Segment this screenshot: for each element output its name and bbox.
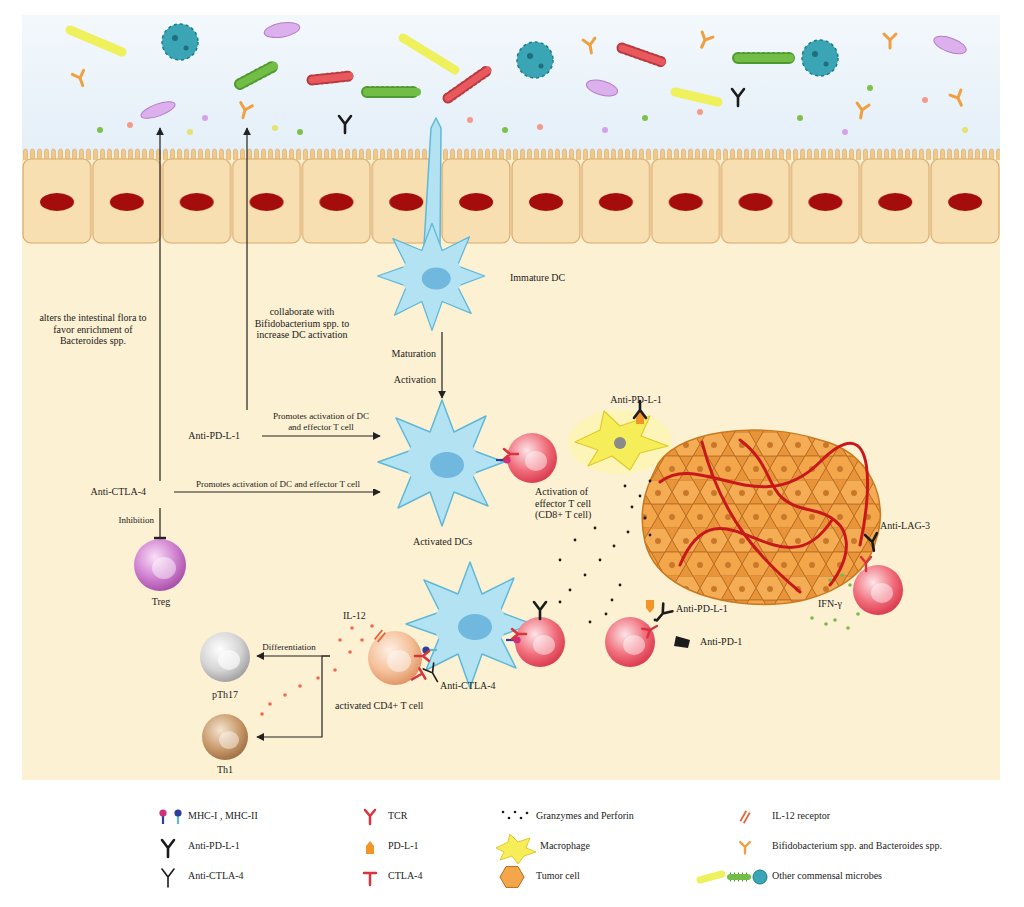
legend-text: Anti-PD-L-1: [188, 840, 240, 852]
annotation-label: IFN-γ: [818, 598, 852, 610]
legend-text: CTLA-4: [388, 870, 422, 882]
cell-node: Th1: [195, 712, 257, 778]
annotation-label: Anti-CTLA-4: [440, 680, 510, 692]
edge-label: Promotes activation of DC and effector T…: [266, 411, 376, 432]
cell-node: activated CD4+ T cell: [330, 628, 450, 716]
legend-text: Granzymes and Perforin: [536, 810, 634, 822]
cell-label: Immature DC: [510, 272, 578, 284]
cell-label: Th1: [195, 764, 255, 776]
cell-label: Anti-PD-L-1: [176, 430, 240, 442]
cell-node: Anti-PD-L-1: [176, 406, 262, 448]
cell-label: Activated DCs: [380, 536, 505, 548]
annotation-label: Anti-PD-L-1: [676, 603, 746, 615]
legend-text: IL-12 receptor: [772, 810, 830, 822]
cell-label: Anti-CTLA-4: [74, 486, 146, 498]
legend-text: TCR: [388, 810, 407, 822]
cell-label: pTh17: [195, 689, 255, 701]
cell-node: Activation of effector T cell (CD8+ T ce…: [507, 430, 619, 522]
legend-text: Tumor cell: [536, 870, 580, 882]
arrow-connector: [174, 491, 380, 492]
annotation-label: Anti-PD-1: [700, 636, 760, 648]
annotation-label: Maturation: [370, 348, 436, 360]
legend-text: Other commensal microbes: [772, 870, 882, 882]
legend-text: Bifidobacterium spp. and Bacteroides spp…: [772, 840, 942, 852]
legend-text: Macrophage: [540, 840, 590, 852]
edge-label: Promotes activation of DC and effector T…: [176, 479, 380, 489]
cell-node: Immature DC: [360, 222, 580, 332]
annotation-label: Activation: [370, 374, 436, 386]
arrow-connector: [257, 655, 330, 656]
cell-node: Treg: [132, 538, 192, 610]
annotation-label: Anti-LAG-3: [880, 520, 950, 532]
arrow-connector: [441, 332, 442, 398]
cell-label: Treg: [132, 596, 190, 608]
annotation-label: collaborate with Bifidobacterium spp. to…: [252, 306, 352, 341]
annotation-label: IL-12: [343, 610, 377, 622]
annotation-label: alters the intestinal flora to favor enr…: [32, 312, 154, 347]
cell-node: Anti-CTLA-4: [74, 476, 174, 508]
cell-label: Activation of effector T cell (CD8+ T ce…: [535, 486, 617, 521]
arrow-connector: [262, 435, 380, 436]
edge-label: Differentiation: [256, 642, 322, 652]
legend-text: MHC-I , MHC-II: [188, 810, 258, 822]
cell-node: pTh17: [195, 630, 257, 704]
legend-text: Anti-CTLA-4: [188, 870, 244, 882]
edge-label: Inhibition: [94, 515, 154, 525]
cell-node: Activated DCs: [380, 398, 507, 553]
cell-label: activated CD4+ T cell: [335, 700, 447, 712]
annotation-label: Anti-PD-L-1: [600, 394, 672, 406]
legend-text: PD-L-1: [388, 840, 419, 852]
arrow-connector: [257, 656, 330, 737]
inhibition-connector: [159, 508, 160, 538]
